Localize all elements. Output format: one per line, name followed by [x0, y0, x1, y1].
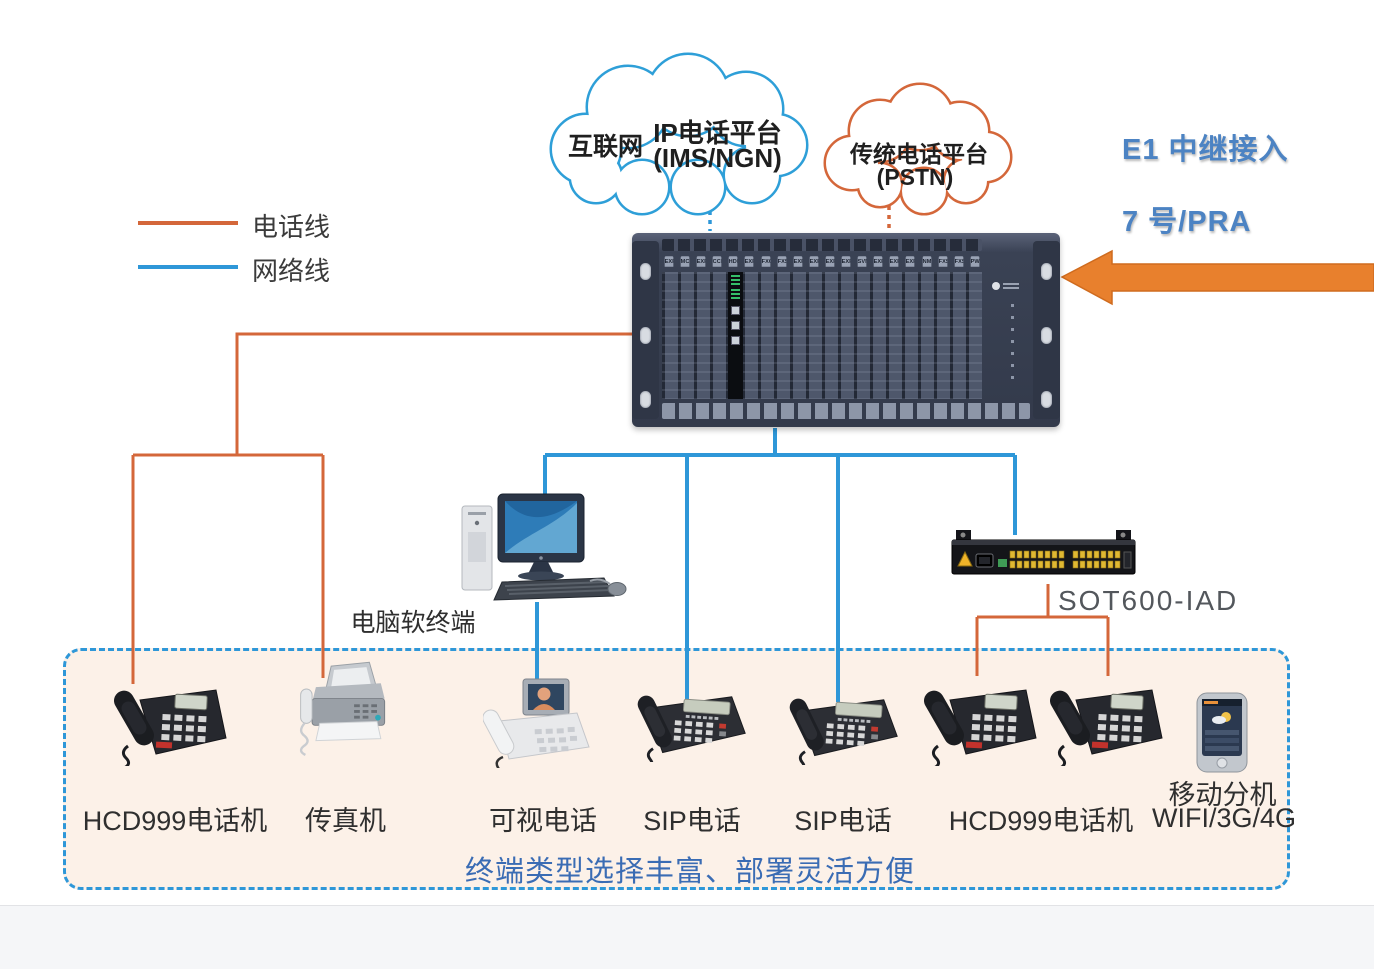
legend-phone-line-label: 电话线 — [252, 212, 331, 242]
video-phone-icon — [483, 678, 590, 768]
desktop-computer-icon — [461, 493, 627, 601]
chassis-card-icons — [662, 239, 982, 251]
e1-trunk-annotation-line1: E1 中继接入 — [1122, 134, 1289, 166]
legend-phone-line-swatch — [138, 221, 238, 225]
pstn-cloud-title: 传统电话平台 — [850, 141, 988, 167]
internet-cloud-subtitle: (IMS/NGN) — [653, 143, 782, 173]
terminal-label-hcd999-right: HCD999电话机 — [948, 806, 1134, 836]
sip-phone-icon — [789, 698, 898, 765]
hcd999-phone-icon — [924, 689, 1037, 766]
page-bottom-strip — [0, 905, 1374, 969]
chassis-right-panel — [984, 272, 1030, 399]
e1-trunk-arrow-icon — [1060, 249, 1374, 306]
status-led-column — [1011, 304, 1014, 387]
terminal-label-sip-phone-1: SIP电话 — [643, 806, 741, 836]
chassis-card-labels: EXPMCU EXPCCB HDPEXP FXOFXS EXPEXP EXPEX… — [662, 253, 982, 270]
hcd999-phone-icon — [1050, 689, 1163, 766]
chassis-bottom-card-row — [662, 403, 1030, 419]
pstn-cloud-subtitle: (PSTN) — [876, 164, 954, 190]
chassis-left-flange — [632, 241, 659, 419]
e1-trunk-annotation-line2: 7 号/PRA — [1122, 206, 1252, 238]
internet-cloud-title: IP电话平台 — [653, 118, 782, 148]
terminal-label-mobile-line2: WIFI/3G/4G — [1152, 803, 1297, 833]
terminal-label-video-phone: 可视电话 — [489, 806, 597, 836]
chassis-card-slots — [662, 272, 982, 399]
pbx-chassis: EXPMCU EXPCCB HDPEXP FXOFXS EXPEXP EXPEX… — [632, 233, 1060, 427]
internet-cloud-side-label: 互联网 — [567, 133, 643, 161]
terminal-label-mobile-line1: 移动分机 — [1168, 780, 1277, 810]
terminal-label-fax: 传真机 — [305, 806, 386, 836]
legend-network-line-label: 网络线 — [252, 256, 331, 286]
terminal-box-caption: 终端类型选择丰富、部署灵活方便 — [464, 856, 915, 888]
chassis-right-flange — [1033, 241, 1060, 419]
terminal-label-sip-phone-2: SIP电话 — [794, 806, 892, 836]
mobile-phone-icon — [1196, 692, 1248, 773]
iad-label: SOT600-IAD — [1058, 585, 1239, 616]
hcd999-phone-icon — [114, 689, 227, 766]
fax-machine-icon — [299, 661, 386, 756]
legend-network-line-swatch — [138, 265, 238, 269]
soft-terminal-label: 电脑软终端 — [350, 609, 476, 637]
terminal-label-hcd999-left: HCD999电话机 — [82, 806, 268, 836]
cloud-shapes — [549, 52, 1013, 216]
brand-logo-icon — [992, 282, 1000, 290]
chassis-control-card — [728, 272, 743, 399]
iad-gateway-icon — [951, 530, 1136, 575]
sip-phone-icon — [637, 695, 746, 762]
